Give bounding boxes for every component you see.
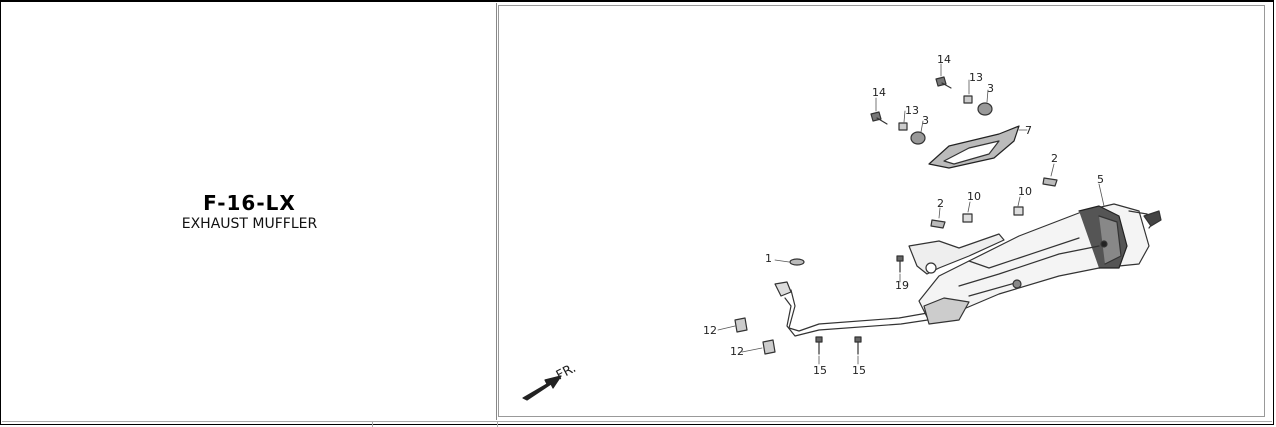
column-divider: [372, 422, 373, 427]
muffler-body-part: [918, 203, 1162, 325]
callout-3: 3: [987, 82, 994, 95]
callout-14: 14: [872, 86, 886, 99]
callout-13: 13: [905, 104, 919, 117]
callout-1: 1: [765, 252, 772, 265]
next-row-border: [2, 421, 1272, 427]
front-direction-arrow: [522, 375, 562, 401]
section-name: EXHAUST MUFFLER: [181, 216, 318, 232]
callout-15: 15: [813, 364, 827, 377]
column-divider: [497, 422, 498, 427]
section-info-cell: F-16-LX EXHAUST MUFFLER: [2, 3, 497, 420]
callout-12: 12: [703, 324, 717, 337]
callout-12: 12: [730, 345, 744, 358]
callout-2: 2: [937, 197, 944, 210]
heat-shield-part: [928, 125, 1020, 169]
callout-7: 7: [1025, 124, 1032, 137]
small-fasteners: [734, 76, 1058, 355]
leader-lines: [717, 63, 1105, 365]
callout-13: 13: [969, 71, 983, 84]
callout-19: 19: [895, 279, 909, 292]
callout-15: 15: [852, 364, 866, 377]
callout-3: 3: [922, 114, 929, 127]
muffler-bracket-part: [908, 233, 1005, 275]
section-code: F-16-LX: [203, 191, 296, 215]
section-title-block: F-16-LX EXHAUST MUFFLER: [2, 191, 497, 233]
callout-10: 10: [967, 190, 981, 203]
callout-10: 10: [1018, 185, 1032, 198]
callout-14: 14: [937, 53, 951, 66]
callout-5: 5: [1097, 173, 1104, 186]
callout-2: 2: [1051, 152, 1058, 165]
